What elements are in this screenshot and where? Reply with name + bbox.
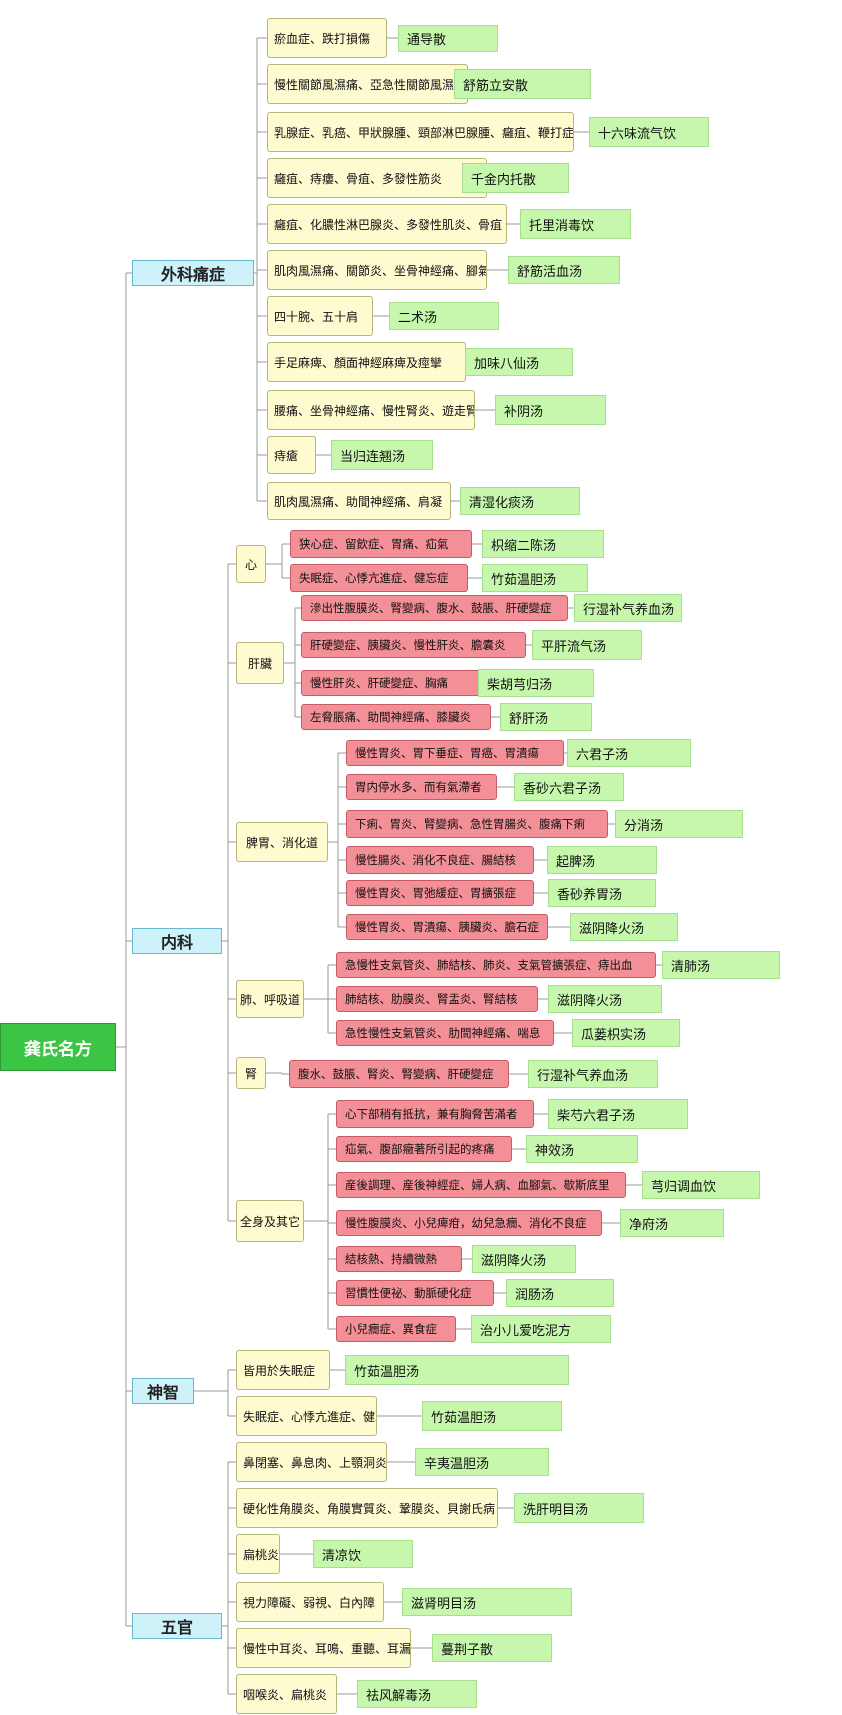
group-node[interactable]: 心 xyxy=(236,545,266,583)
remedy-node[interactable]: 滋肾明目汤 xyxy=(402,1588,572,1616)
remedy-node[interactable]: 起脾汤 xyxy=(547,846,657,874)
remedy-node[interactable]: 十六味流气饮 xyxy=(589,117,709,147)
symptom-node[interactable]: 肝硬變症、胰臟炎、慢性肝炎、膽囊炎 xyxy=(301,632,526,658)
remedy-node[interactable]: 神效汤 xyxy=(526,1135,638,1163)
remedy-node[interactable]: 舒筋活血汤 xyxy=(508,256,620,284)
remedy-node[interactable]: 柴芍六君子汤 xyxy=(548,1099,688,1129)
symptom-node[interactable]: 疝氣、腹部癥著所引起的疼痛 xyxy=(336,1136,512,1162)
symptom-node[interactable]: 瘀血症、跌打損傷 xyxy=(267,18,387,58)
remedy-node[interactable]: 通导散 xyxy=(398,24,498,52)
remedy-node[interactable]: 补阴汤 xyxy=(495,395,606,425)
symptom-node[interactable]: 腹水、鼓脹、腎炎、腎變病、肝硬變症 xyxy=(289,1060,509,1088)
remedy-node[interactable]: 净府汤 xyxy=(620,1209,724,1237)
symptom-node[interactable]: 滲出性腹膜炎、腎變病、腹水、鼓脹、肝硬變症 xyxy=(301,595,568,621)
symptom-node[interactable]: 肌肉風濕痛、關節炎、坐骨神經痛、腳氣 xyxy=(267,250,487,290)
remedy-node[interactable]: 辛夷温胆汤 xyxy=(415,1448,549,1476)
remedy-node[interactable]: 加味八仙汤 xyxy=(465,348,573,376)
symptom-node[interactable]: 腰痛、坐骨神經痛、慢性腎炎、遊走腎 xyxy=(267,390,475,430)
symptom-node[interactable]: 手足麻痺、顏面神經麻痺及痙攣 xyxy=(267,342,466,382)
symptom-node[interactable]: 小兒癇症、異食症 xyxy=(336,1316,456,1342)
symptom-node[interactable]: 皆用於失眠症 xyxy=(236,1350,330,1390)
group-node[interactable]: 肺、呼吸道 xyxy=(236,980,304,1018)
symptom-node[interactable]: 四十腕、五十肩 xyxy=(267,296,373,336)
group-node[interactable]: 腎 xyxy=(236,1057,266,1089)
root-node[interactable]: 龚氏名方 xyxy=(0,1023,116,1071)
symptom-node[interactable]: 慢性關節風濕痛、亞急性關節風濕痛 xyxy=(267,64,468,104)
symptom-node[interactable]: 急性慢性支氣管炎、肋間神經痛、喘息 xyxy=(336,1020,554,1046)
remedy-node[interactable]: 滋阴降火汤 xyxy=(472,1245,576,1273)
remedy-node[interactable]: 香砂六君子汤 xyxy=(514,773,624,801)
symptom-node[interactable]: 慢性腹膜炎、小兒痺疳，幼兒急癇、消化不良症 xyxy=(336,1210,602,1236)
remedy-node[interactable]: 分消汤 xyxy=(615,810,743,838)
symptom-node[interactable]: 慢性胃炎、胃下垂症、胃癌、胃潰瘍 xyxy=(346,740,564,766)
category-node[interactable]: 外科痛症 xyxy=(132,260,254,286)
category-node[interactable]: 五官 xyxy=(132,1613,222,1639)
symptom-node[interactable]: 慢性腸炎、消化不良症、腸結核 xyxy=(346,846,534,874)
category-node[interactable]: 神智 xyxy=(132,1378,194,1404)
symptom-node[interactable]: 癰疽、化膿性淋巴腺炎、多發性肌炎、骨疽 xyxy=(267,204,507,244)
symptom-node[interactable]: 下痢、胃炎、腎變病、急性胃腸炎、腹痛下痢 xyxy=(346,810,608,838)
symptom-node[interactable]: 失眠症、心悸亢進症、健忘症 xyxy=(236,1396,377,1436)
remedy-node[interactable]: 竹茹温胆汤 xyxy=(482,564,588,592)
symptom-node[interactable]: 慢性胃炎、胃潰瘍、胰臟炎、膽石症 xyxy=(346,914,548,940)
symptom-node[interactable]: 胃内停水多、而有氣滯者 xyxy=(346,774,497,800)
symptom-node[interactable]: 硬化性角膜炎、角膜實質炎、鞏膜炎、貝謝氏病 xyxy=(236,1488,498,1528)
group-node[interactable]: 全身及其它 xyxy=(236,1200,304,1242)
symptom-node[interactable]: 肌肉風濕痛、助間神經痛、肩凝 xyxy=(267,482,451,520)
remedy-node[interactable]: 洗肝明目汤 xyxy=(514,1493,644,1523)
symptom-node[interactable]: 肺結核、肋膜炎、腎盂炎、腎結核 xyxy=(336,986,538,1012)
remedy-node[interactable]: 舒筋立安散 xyxy=(454,69,591,99)
remedy-node[interactable]: 祛风解毒汤 xyxy=(357,1680,477,1708)
remedy-node[interactable]: 六君子汤 xyxy=(567,739,691,767)
remedy-node[interactable]: 枳缩二陈汤 xyxy=(482,530,604,558)
symptom-node[interactable]: 慢性中耳炎、耳鳴、重聽、耳漏 xyxy=(236,1628,411,1668)
remedy-node[interactable]: 蔓荆子散 xyxy=(432,1634,552,1662)
remedy-node[interactable]: 柴胡芎归汤 xyxy=(478,669,594,697)
remedy-node[interactable]: 二术汤 xyxy=(389,302,499,330)
remedy-node[interactable]: 清凉饮 xyxy=(313,1540,413,1568)
remedy-node[interactable]: 千金内托散 xyxy=(462,163,569,193)
symptom-node[interactable]: 癰疽、痔瘻、骨疽、多發性筋炎 xyxy=(267,158,487,198)
remedy-node[interactable]: 平肝流气汤 xyxy=(532,630,642,660)
remedy-node[interactable]: 芎归调血饮 xyxy=(642,1171,760,1199)
remedy-node[interactable]: 香砂养胃汤 xyxy=(548,879,656,907)
remedy-node[interactable]: 行湿补气养血汤 xyxy=(528,1060,658,1088)
symptom-node[interactable]: 心下部稍有抵抗，兼有胸脅苦滿者 xyxy=(336,1100,534,1128)
symptom-node[interactable]: 痔瘡 xyxy=(267,436,316,474)
remedy-node[interactable]: 滋阴降火汤 xyxy=(548,985,662,1013)
symptom-node[interactable]: 鼻閉塞、鼻息肉、上顎洞炎 xyxy=(236,1442,387,1482)
symptom-node[interactable]: 狭心症、留飲症、胃痛、疝氣 xyxy=(290,530,472,558)
group-node[interactable]: 肝臟 xyxy=(236,642,284,684)
symptom-node[interactable]: 乳腺症、乳癌、甲狀腺腫、頸部淋巴腺腫、癰疽、鞭打症 xyxy=(267,112,574,152)
symptom-node[interactable]: 産後調理、産後神經症、婦人病、血腳氣、歇斯底里 xyxy=(336,1172,626,1198)
remedy-node[interactable]: 托里消毒饮 xyxy=(520,209,631,239)
remedy-node[interactable]: 竹茹温胆汤 xyxy=(345,1355,569,1385)
symptom-node[interactable]: 扁桃炎 xyxy=(236,1534,280,1574)
symptom-node[interactable]: 視力障礙、弱視、白內障 xyxy=(236,1582,384,1622)
remedy-node[interactable]: 当归连翘汤 xyxy=(331,440,433,470)
remedy-node[interactable]: 竹茹温胆汤 xyxy=(422,1401,562,1431)
group-node[interactable]: 脾胃、消化道 xyxy=(236,822,328,862)
symptom-node[interactable]: 急慢性支氣管炎、肺結核、肺炎、支氣管擴張症、痔出血 xyxy=(336,952,656,978)
category-node[interactable]: 内科 xyxy=(132,928,222,954)
symptom-node[interactable]: 左脅脹痛、助間神經痛、膝臟炎 xyxy=(301,704,491,730)
remedy-node[interactable]: 清肺汤 xyxy=(662,951,780,979)
remedy-node[interactable]: 治小儿爱吃泥方 xyxy=(471,1315,611,1343)
symptom-node[interactable]: 慢性胃炎、胃弛緩症、胃擴張症 xyxy=(346,880,534,906)
remedy-node[interactable]: 行湿补气养血汤 xyxy=(574,594,682,622)
symptom-node[interactable]: 咽喉炎、扁桃炎 xyxy=(236,1674,337,1714)
remedy-node[interactable]: 清湿化痰汤 xyxy=(460,487,580,515)
remedy-node[interactable]: 舒肝汤 xyxy=(500,703,592,731)
remedy-node[interactable]: 瓜蒌枳实汤 xyxy=(572,1019,680,1047)
remedy-node[interactable]: 润肠汤 xyxy=(506,1279,614,1307)
symptom-node[interactable]: 慢性肝炎、肝硬變症、胸痛 xyxy=(301,670,481,696)
symptom-node[interactable]: 習慣性便祕、動脈硬化症 xyxy=(336,1280,494,1306)
remedy-node[interactable]: 滋阴降火汤 xyxy=(570,913,678,941)
symptom-node[interactable]: 失眠症、心悸亢進症、健忘症 xyxy=(290,564,468,592)
symptom-node[interactable]: 結核熱、持續微熱 xyxy=(336,1246,462,1272)
